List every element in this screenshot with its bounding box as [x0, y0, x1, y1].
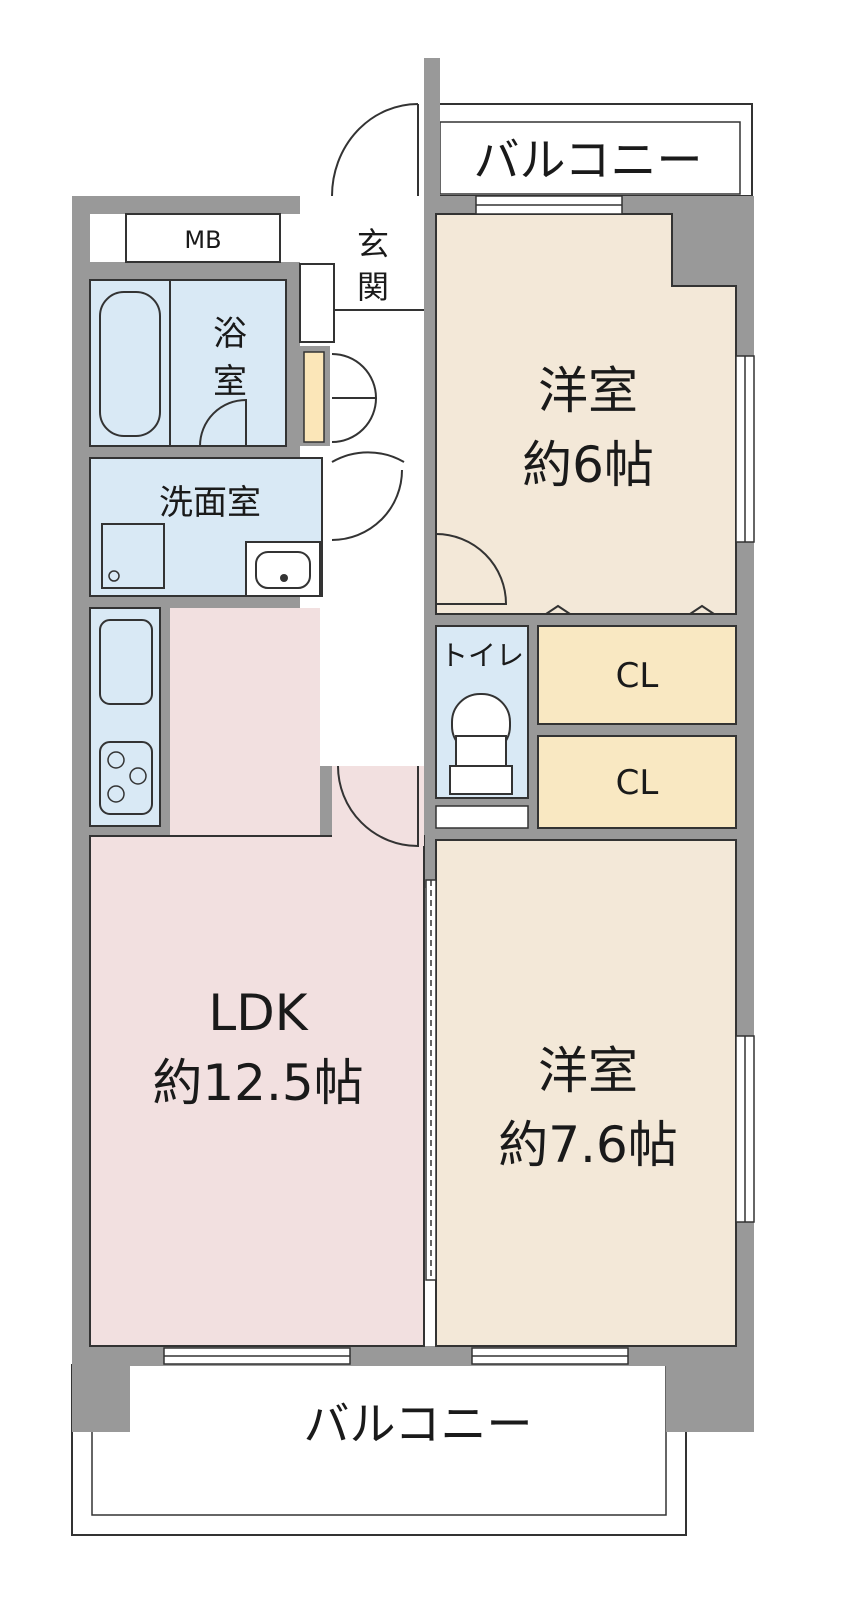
entrance-label-2: 関 — [357, 268, 389, 306]
closet-upper-label: CL — [616, 656, 659, 696]
balcony-bottom: バルコニー — [71, 1364, 687, 1536]
bottom-windows — [163, 1347, 629, 1365]
bathroom: 浴 室 — [89, 279, 287, 447]
toilet: トイレ — [435, 625, 529, 829]
stove — [99, 741, 153, 815]
balcony-top-label: バルコニー — [473, 133, 702, 187]
washroom-label: 洗面室 — [159, 483, 261, 523]
bedroom-lower-name: 洋室 — [538, 1042, 638, 1100]
ldk-name: LDK — [208, 984, 308, 1042]
kitchen-sink — [99, 619, 153, 705]
toilet-label: トイレ — [440, 639, 524, 672]
closet-lower: CL — [537, 735, 737, 850]
bedroom-upper-size: 約6帖 — [522, 436, 654, 494]
ldk-size: 約12.5帖 — [152, 1054, 363, 1112]
bedroom-lower: 洋室 約7.6帖 — [425, 839, 755, 1347]
meter-box: MB — [125, 213, 281, 263]
closet-upper: CL — [537, 604, 737, 725]
balcony-top: バルコニー — [427, 103, 753, 197]
front-door-swing — [331, 103, 419, 197]
entrance-label-1: 玄 — [357, 225, 389, 263]
ldk: LDK 約12.5帖 — [89, 608, 425, 1347]
balcony-bottom-label: バルコニー — [303, 1397, 532, 1451]
bath-label-2: 室 — [213, 362, 247, 402]
kitchen — [89, 607, 161, 827]
bath-label-1: 浴 — [213, 314, 247, 354]
bedroom-upper-name: 洋室 — [538, 362, 638, 420]
washroom: 洗面室 — [89, 451, 405, 597]
bedroom-lower-size: 約7.6帖 — [498, 1116, 678, 1174]
bedroom-upper: 洋室 約6帖 — [435, 195, 755, 615]
closet-lower-label: CL — [616, 763, 659, 803]
washing-machine-pan — [101, 523, 165, 589]
mb-label: MB — [184, 226, 221, 254]
